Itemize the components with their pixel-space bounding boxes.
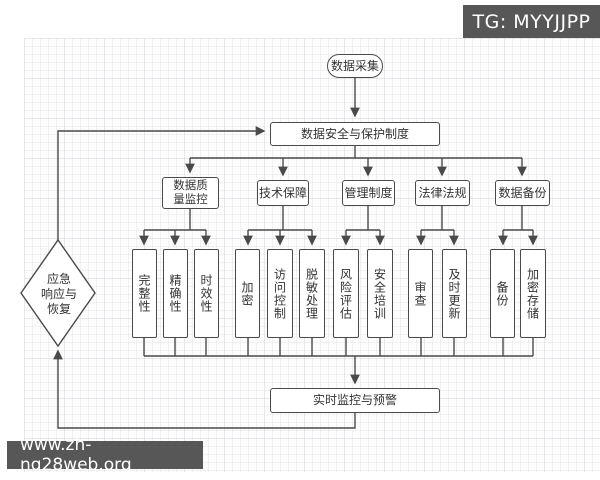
leaf-node-security-training: 安全培训 xyxy=(367,249,393,338)
emergency-diamond-shape xyxy=(20,238,96,348)
connector xyxy=(53,349,356,429)
node-security-policy: 数据安全与保护制度 xyxy=(270,122,440,146)
connectors xyxy=(20,78,538,429)
leaf-node-desensitization: 脱敏处理 xyxy=(299,249,325,338)
leaf-node-backup: 备份 xyxy=(490,249,515,338)
leaf-node-review: 审查 xyxy=(408,249,433,338)
branch-node-backup: 数据备份 xyxy=(495,180,550,206)
branch-node-data-quality: 数据质 量监控 xyxy=(162,177,219,209)
branch-node-technical: 技术保障 xyxy=(257,180,309,206)
branch-node-legal: 法律法规 xyxy=(415,180,470,206)
leaf-node-accuracy: 精确性 xyxy=(163,249,188,338)
leaf-node-timely-update: 及时更新 xyxy=(442,249,467,338)
node-emergency-response: 应急 响应与 恢复 xyxy=(40,271,77,316)
watermark-url: www.zh-ng28web.org xyxy=(7,435,203,475)
leaf-node-integrity: 完整性 xyxy=(132,249,157,338)
node-realtime-monitoring: 实时监控与预警 xyxy=(270,388,440,413)
leaf-node-encryption: 加密 xyxy=(235,249,260,338)
tg-badge: TG: MYYJJPP xyxy=(463,5,600,38)
connector xyxy=(57,126,266,240)
leaf-node-access-control: 访问控制 xyxy=(267,249,293,338)
branch-node-management: 管理制度 xyxy=(342,180,395,206)
leaf-node-timeliness: 时效性 xyxy=(194,249,219,338)
node-data-collection: 数据采集 xyxy=(327,54,383,78)
leaf-node-risk-assessment: 风险评估 xyxy=(333,249,359,338)
leaf-node-encrypted-storage: 加密存储 xyxy=(520,249,546,338)
